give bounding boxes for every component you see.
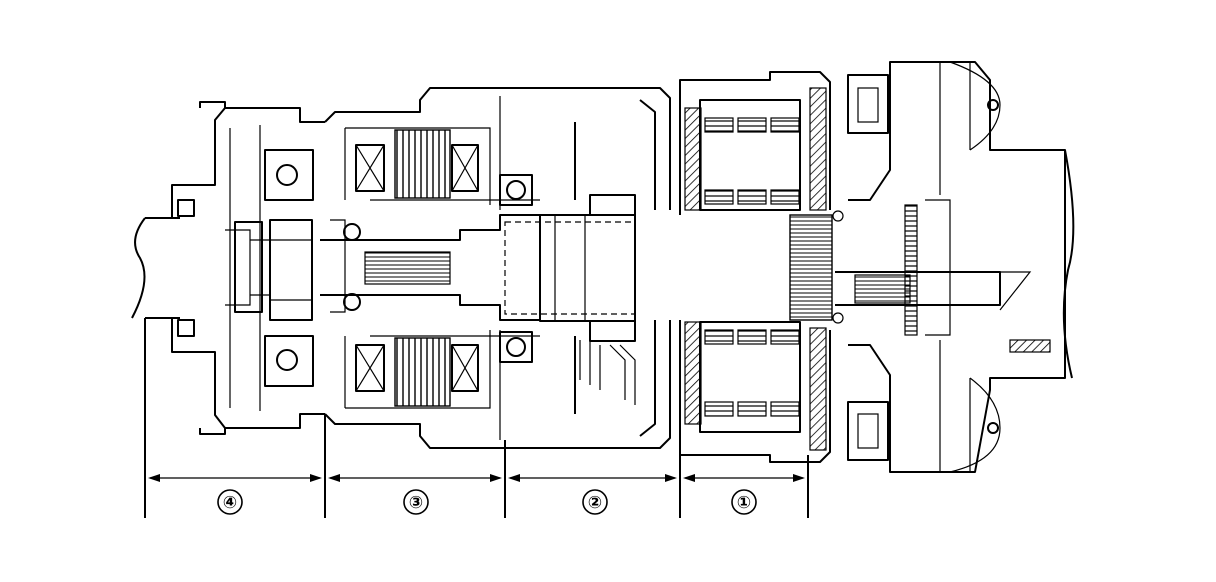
output-housing <box>847 61 1075 473</box>
section-labels: ④ ③ ② ① <box>217 489 757 515</box>
output-shaft <box>835 199 1051 353</box>
front-bearing <box>264 149 314 387</box>
section-2-label: ② <box>582 489 608 515</box>
section-4-text: ④ <box>223 493 237 513</box>
front-housing <box>171 101 325 435</box>
input-shaft <box>131 217 251 319</box>
section-1-text: ① <box>737 493 751 513</box>
section-2-text: ② <box>588 493 602 513</box>
section-3-text: ③ <box>409 493 423 513</box>
clutch-plates-upper <box>355 129 479 199</box>
main-shaft <box>320 199 541 337</box>
planetary-gear-set <box>504 99 656 437</box>
clutch-housing <box>324 87 671 449</box>
center-bearing <box>499 174 533 363</box>
spline-hub <box>789 210 844 324</box>
section-1-label: ① <box>731 489 757 515</box>
coupling-rollers <box>704 117 800 417</box>
coupling-housing <box>679 71 831 463</box>
dimension-lines <box>144 318 809 518</box>
section-4-label: ④ <box>217 489 243 515</box>
clutch-plates-lower <box>355 337 479 407</box>
section-3-label: ③ <box>403 489 429 515</box>
